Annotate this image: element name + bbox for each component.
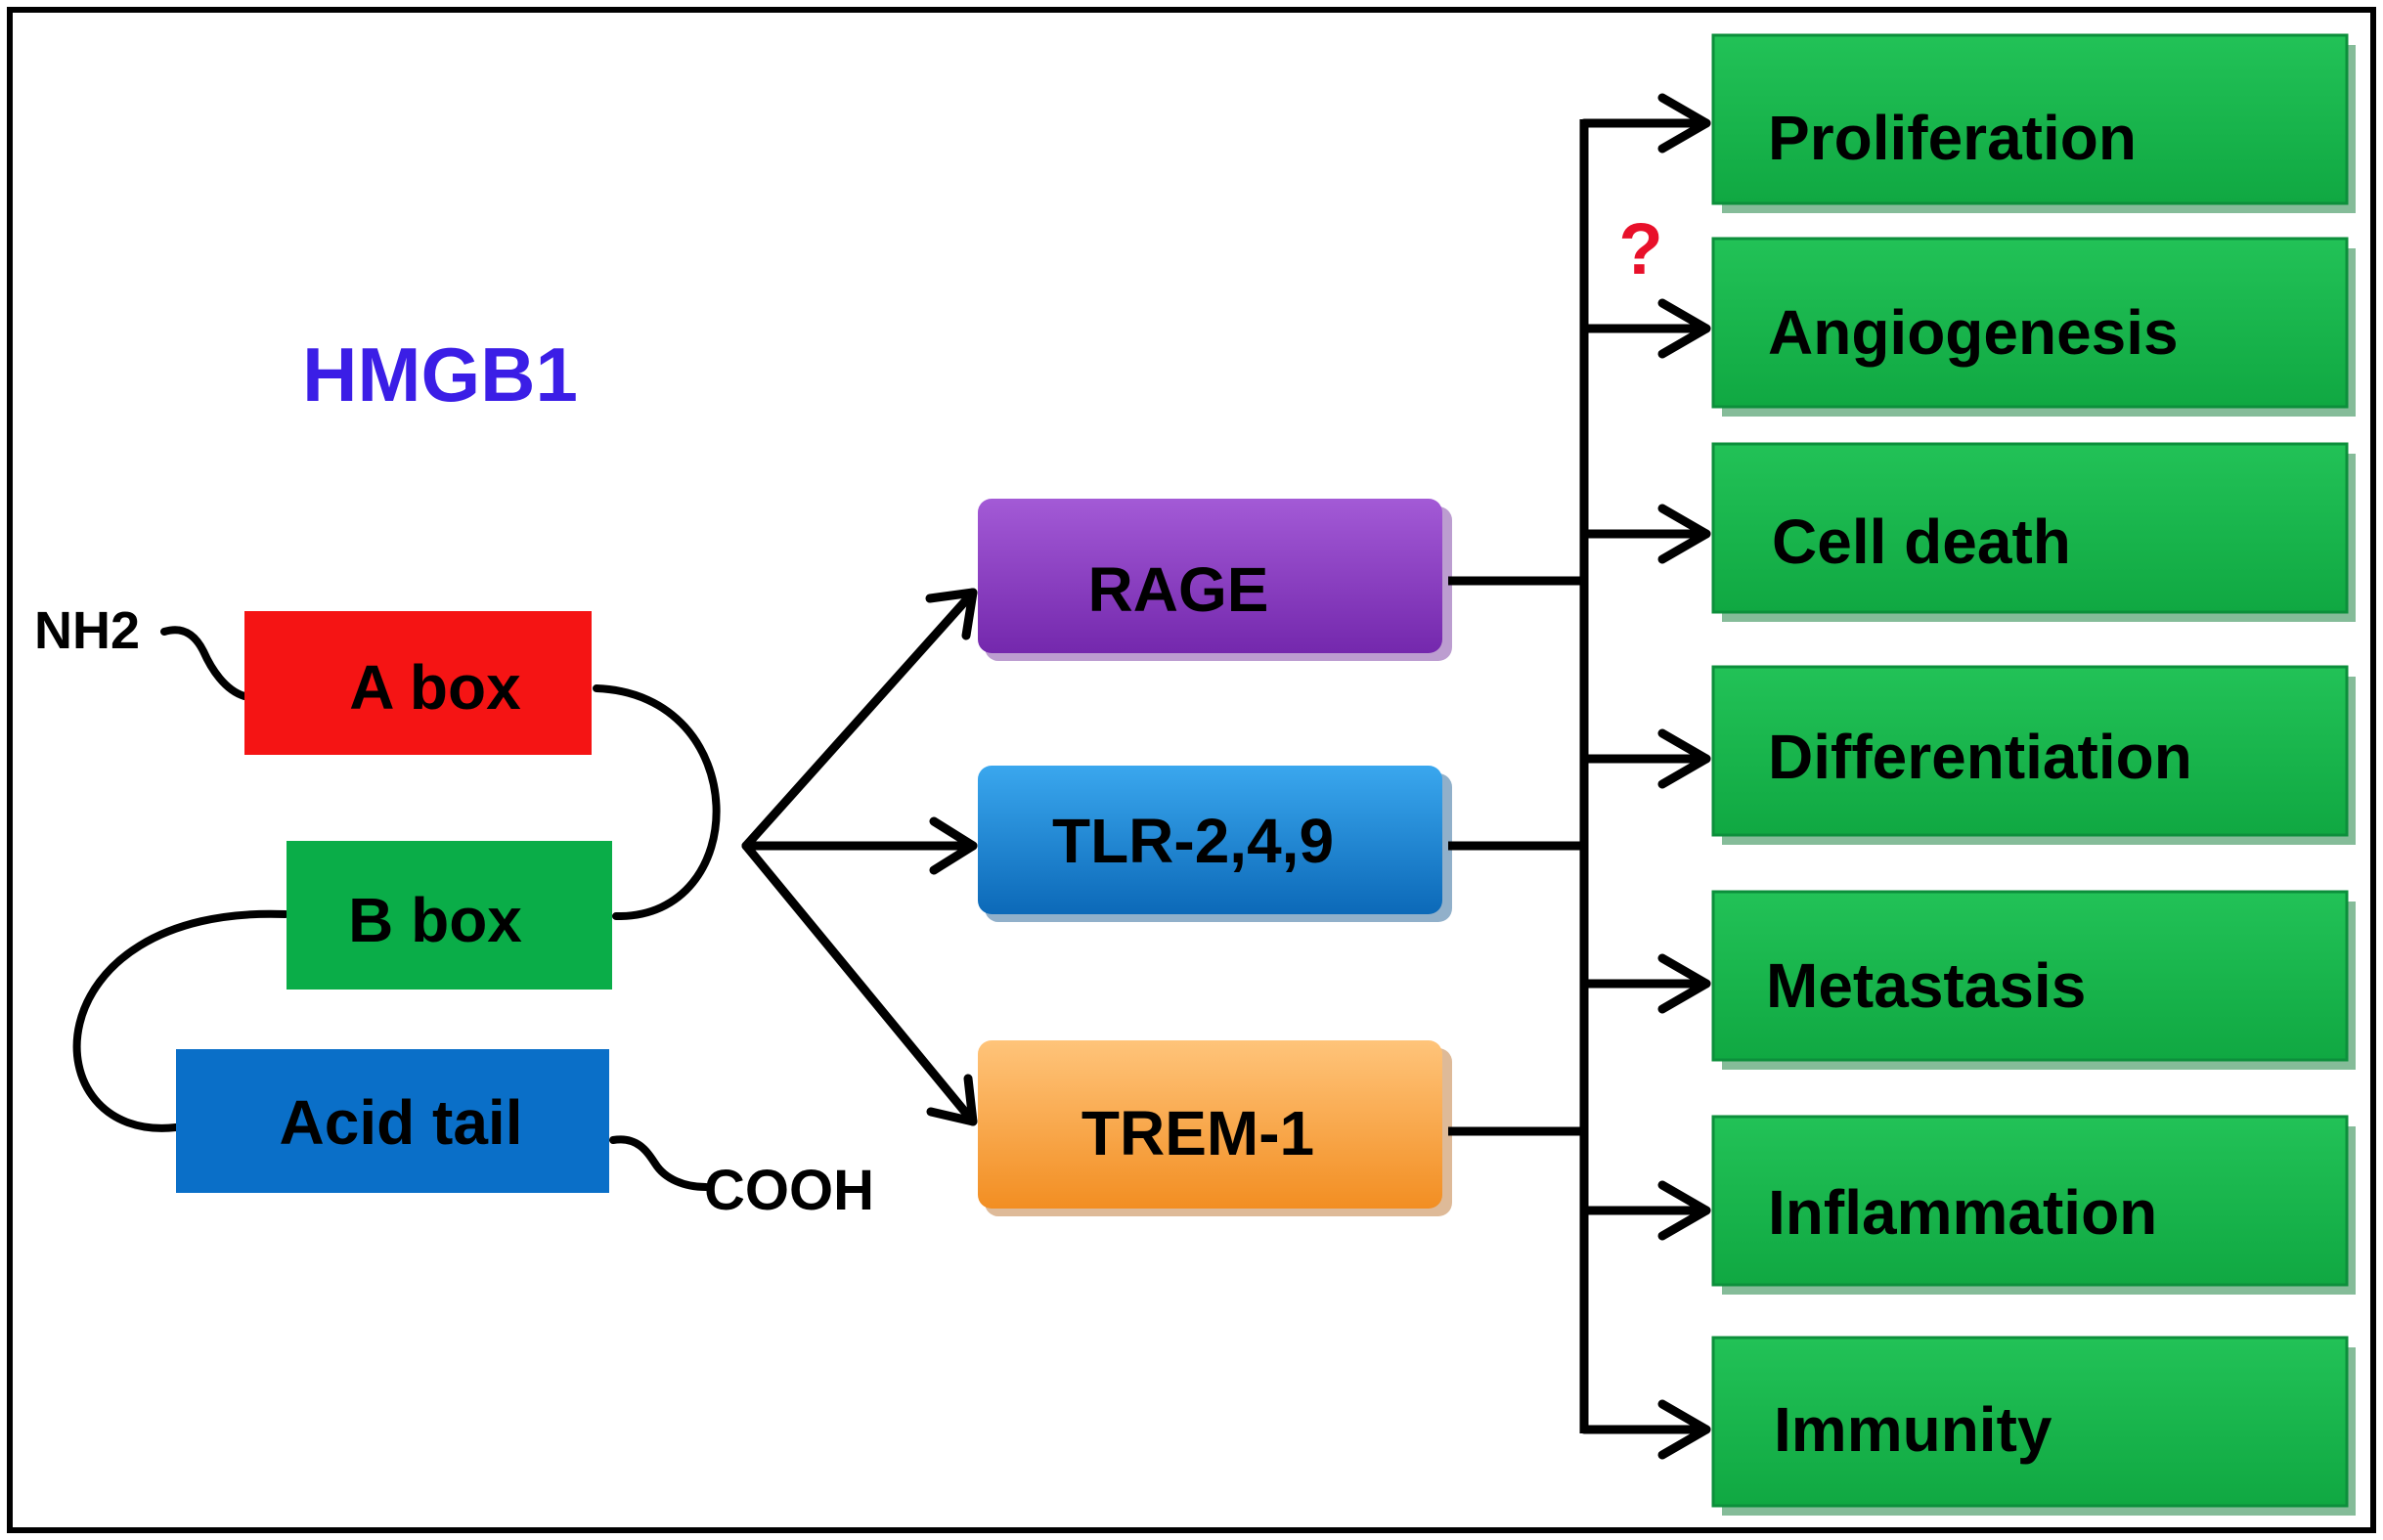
receptor-trem-label: TREM-1: [1081, 1098, 1314, 1168]
outcome-boxes: Proliferation Angiogenesis Cell death Di…: [1711, 33, 2356, 1516]
outcome-cell-death-label: Cell death: [1772, 506, 2071, 577]
uncertainty-question-mark: ?: [1618, 208, 1662, 289]
receptor-arrows: [741, 588, 978, 1126]
outcome-differentiation-label: Differentiation: [1768, 722, 2192, 792]
outcome-immunity-label: Immunity: [1774, 1394, 2052, 1465]
bc-linker: [72, 909, 289, 1132]
outcome-metastasis: Metastasis: [1711, 890, 2356, 1070]
c-terminus-label: COOH: [704, 1159, 874, 1222]
outcome-arrows: [1579, 93, 1711, 1460]
receptor-tlr: [978, 766, 1452, 922]
outcome-inflammation: Inflammation: [1711, 1115, 2356, 1295]
a-box-domain: [244, 611, 592, 755]
a-box-label: A box: [349, 652, 521, 723]
outcome-immunity: Immunity: [1711, 1336, 2356, 1516]
outcome-angiogenesis: Angiogenesis: [1711, 237, 2356, 417]
outcome-metastasis-label: Metastasis: [1766, 950, 2086, 1021]
ab-linker: [593, 684, 721, 921]
outcome-cell-death: Cell death: [1711, 442, 2356, 622]
domain-linkers: [72, 626, 721, 1191]
b-box-domain: [287, 841, 612, 990]
receptor-rage: [978, 499, 1452, 661]
outcome-inflammation-label: Inflammation: [1768, 1177, 2157, 1248]
outcome-proliferation: Proliferation: [1711, 33, 2356, 213]
c-terminal-squiggle: [609, 1135, 710, 1191]
n-terminus-label: NH2: [34, 601, 140, 660]
diagram-title: HMGB1: [302, 331, 578, 418]
outcome-proliferation-label: Proliferation: [1768, 103, 2137, 173]
receptor-trem: [978, 1040, 1452, 1216]
b-box-label: B box: [348, 885, 522, 955]
outer-frame: [7, 7, 2376, 1533]
outcome-angiogenesis-label: Angiogenesis: [1768, 297, 2179, 368]
outcome-differentiation: Differentiation: [1711, 665, 2356, 845]
n-terminal-squiggle: [160, 626, 248, 700]
acid-tail-label: Acid tail: [280, 1087, 523, 1158]
trunk-connectors: [1448, 119, 1589, 1433]
receptor-rage-label: RAGE: [1088, 554, 1269, 625]
receptor-tlr-label: TLR-2,4,9: [1052, 806, 1334, 876]
acid-tail-domain: [176, 1049, 609, 1193]
